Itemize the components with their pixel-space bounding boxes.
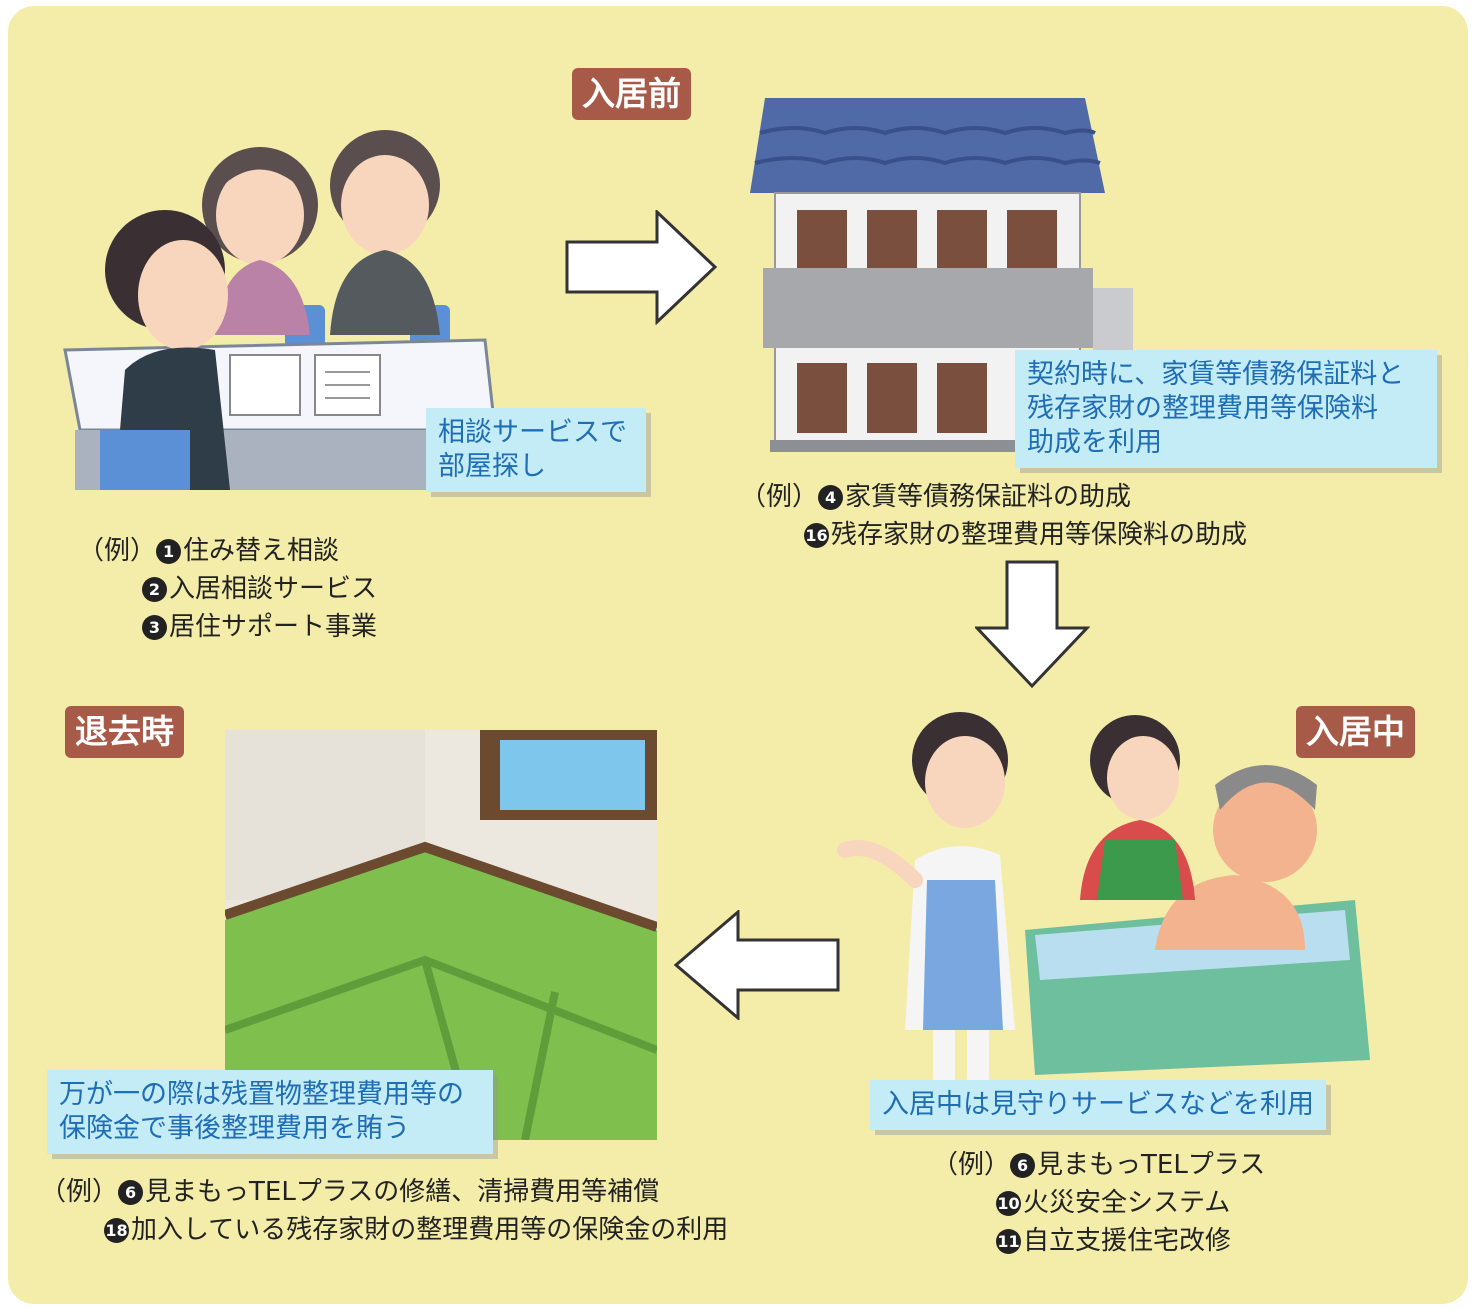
example-item: 入居相談サービス [169, 574, 378, 604]
arrow-left-icon [673, 910, 843, 1020]
callout-watch: 入居中は見守りサービスなどを利用 [870, 1080, 1326, 1130]
number-badge: 3 [142, 615, 167, 640]
example-prefix: （例） [40, 1177, 119, 1207]
example-item: 居住サポート事業 [169, 612, 378, 642]
arrow-down-icon [975, 560, 1090, 690]
number-badge: 16 [804, 523, 829, 548]
stage-tag-leaving: 退去時 [65, 706, 184, 758]
number-badge: 18 [104, 1218, 129, 1243]
example-item: 見まもっTELプラス [1037, 1150, 1266, 1180]
stage-tag-during: 入居中 [1296, 706, 1415, 758]
number-badge: 6 [1010, 1153, 1036, 1178]
callout-consult: 相談サービスで 部屋探し [426, 408, 646, 492]
example-prefix: （例） [740, 482, 819, 512]
example-prefix: （例） [932, 1150, 1011, 1180]
example-item: 見まもっTELプラスの修繕、清掃費用等補償 [145, 1177, 660, 1207]
bathing-care-illustration [835, 700, 1385, 1090]
number-badge: 11 [996, 1229, 1021, 1254]
example-item: 残存家財の整理費用等保険料の助成 [831, 520, 1248, 550]
number-badge: 2 [142, 577, 167, 602]
arrow-right-icon [565, 210, 720, 325]
example-item: 住み替え相談 [183, 536, 340, 566]
number-badge: 6 [118, 1180, 144, 1205]
number-badge: 4 [818, 485, 844, 510]
empty-tatami-room-illustration [225, 730, 657, 1140]
callout-accident: 万が一の際は残置物整理費用等の 保険金で事後整理費用を賄う [47, 1070, 493, 1154]
number-badge: 1 [156, 539, 182, 564]
callout-contract: 契約時に、家賃等債務保証料と 残存家財の整理費用等保険料 助成を利用 [1015, 350, 1437, 468]
apartment-building-illustration [745, 88, 1145, 458]
example-item: 自立支援住宅改修 [1023, 1226, 1232, 1256]
example-item: 家賃等債務保証料の助成 [845, 482, 1132, 512]
example-prefix: （例） [78, 536, 157, 566]
consultation-illustration [55, 110, 505, 500]
example-item: 加入している残存家財の整理費用等の保険金の利用 [131, 1215, 729, 1245]
number-badge: 10 [996, 1191, 1021, 1216]
stage-tag-before: 入居前 [572, 68, 691, 120]
example-item: 火災安全システム [1023, 1188, 1231, 1218]
